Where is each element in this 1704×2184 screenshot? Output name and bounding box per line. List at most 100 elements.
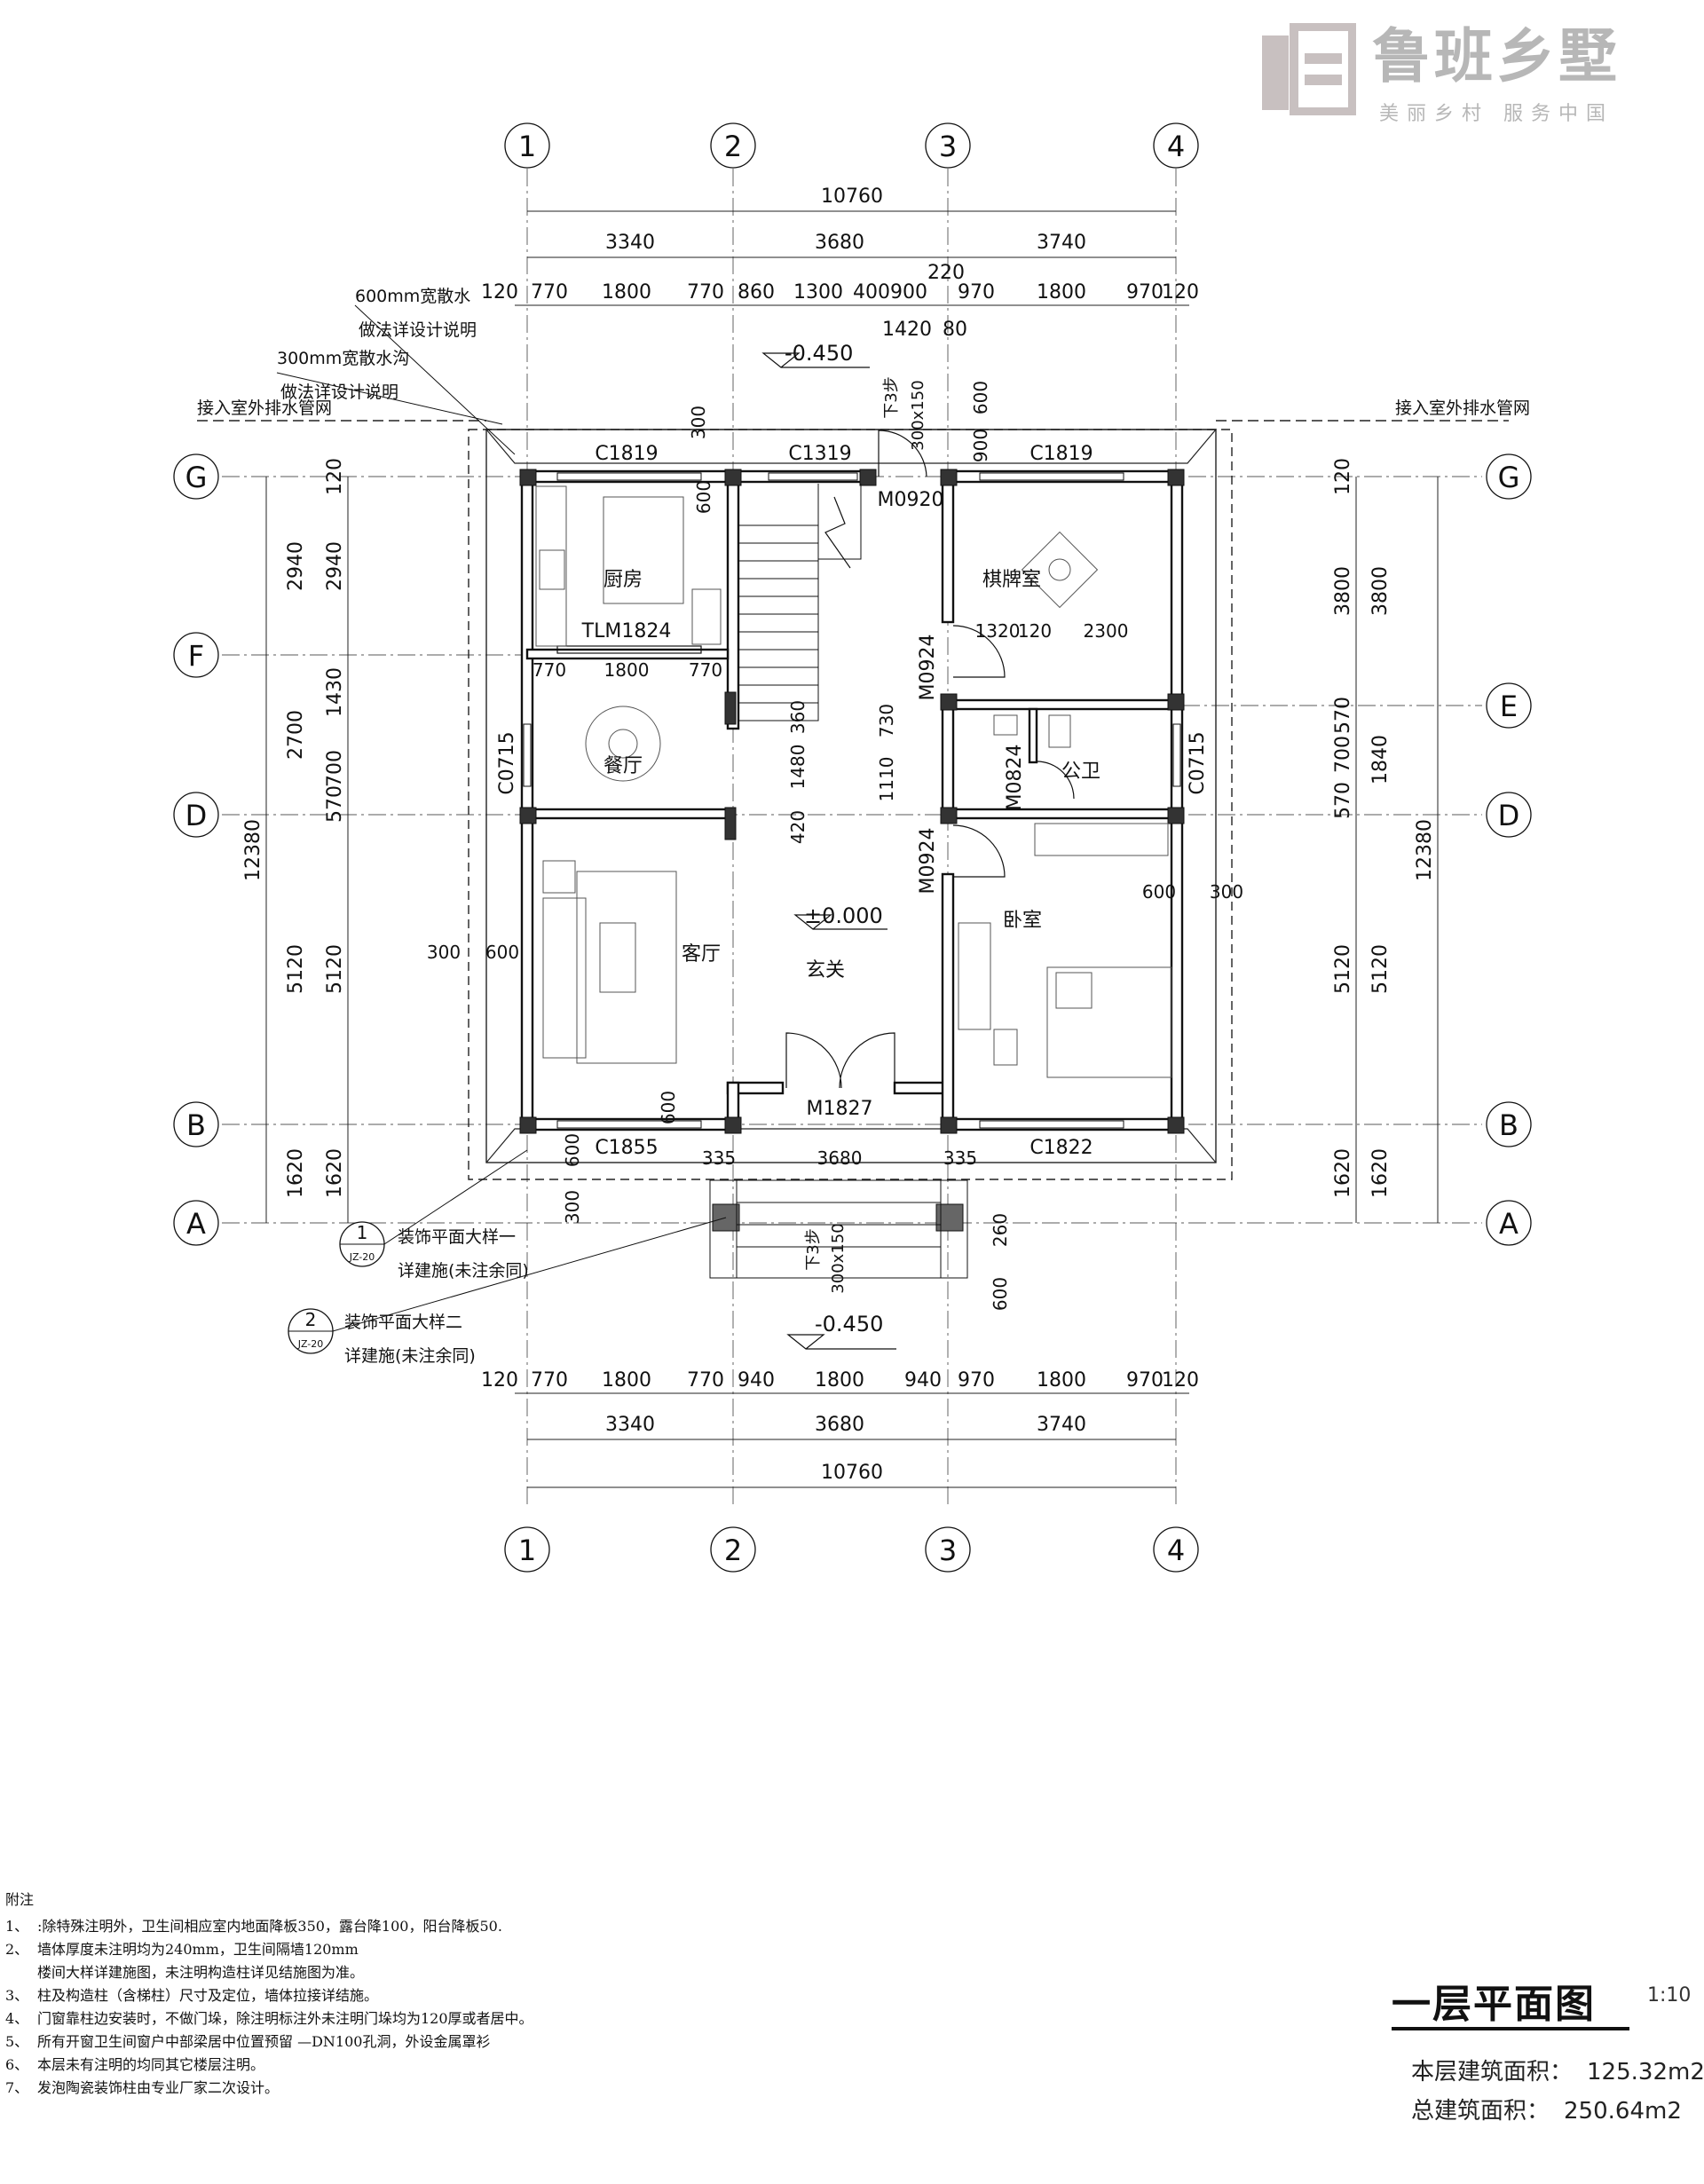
dim-right-outer: 3800 bbox=[1369, 566, 1392, 616]
bath-sink-icon bbox=[993, 714, 1018, 736]
room-bedroom: 卧室 bbox=[1003, 910, 1042, 932]
note-item: 2、墙体厚度未注明均为240mm，卫生间隔墙120mm bbox=[5, 1938, 804, 1961]
axis-bubble-right-E bbox=[1486, 682, 1532, 729]
axis-bubble-left-B bbox=[173, 1101, 219, 1147]
dim-misc: 335 bbox=[943, 1147, 977, 1169]
wall-axis3-bottom bbox=[941, 872, 955, 1131]
sofa bbox=[542, 897, 587, 1059]
dim-bottom-detail: 1800 bbox=[1037, 1369, 1086, 1392]
dim-misc: 300 bbox=[1210, 881, 1243, 903]
note-drain-300-b: 做法详设计说明 bbox=[280, 382, 398, 402]
wall-dining-south bbox=[525, 808, 735, 820]
drawing-title-underline bbox=[1392, 2027, 1629, 2030]
brand-tagline: 美丽乡村 服务中国 bbox=[1379, 103, 1613, 125]
drain-leader-600 bbox=[354, 304, 516, 455]
axis-bubble-top-1 bbox=[504, 122, 550, 169]
column bbox=[1167, 469, 1185, 486]
dim-stair: 420 bbox=[787, 810, 809, 844]
label-c0715-left: C0715 bbox=[496, 731, 518, 794]
note-number: 1、 bbox=[5, 1918, 29, 1935]
note-number: 3、 bbox=[5, 1987, 29, 2004]
door-m0920 bbox=[878, 430, 927, 477]
dining-table bbox=[585, 706, 661, 782]
brand-mark-icon bbox=[1262, 23, 1356, 115]
room-game: 棋牌室 bbox=[982, 569, 1041, 591]
note-item: 6、本层未有注明的均同其它楼层注明。 bbox=[5, 2054, 804, 2077]
desk bbox=[958, 922, 991, 1030]
dim-dining: 1800 bbox=[604, 659, 650, 681]
dim-right-inner: 3800 bbox=[1332, 566, 1354, 616]
window-c1819-left bbox=[556, 472, 702, 481]
column bbox=[1167, 1116, 1185, 1134]
dim-right-inner: 120 bbox=[1332, 458, 1354, 495]
drawing-scale: 1:10 bbox=[1647, 1984, 1692, 2007]
brand-logo: 鲁班乡墅 美丽乡村 服务中国 bbox=[1258, 20, 1684, 130]
living-table bbox=[599, 922, 636, 993]
note-number: 6、 bbox=[5, 2056, 29, 2073]
level-center: ±0.000 bbox=[804, 903, 883, 928]
wall-south-2 bbox=[893, 1081, 951, 1095]
dim-left-inner: 5120 bbox=[324, 944, 346, 994]
label-m0924-b: M0924 bbox=[917, 828, 939, 895]
axis-label-right-G: G bbox=[1498, 461, 1520, 494]
axis-label-bottom-2: 2 bbox=[724, 1534, 742, 1567]
axis-bubble-bottom-2 bbox=[710, 1526, 756, 1573]
column bbox=[940, 693, 958, 711]
dim-top-detail: 1800 bbox=[1037, 281, 1086, 304]
notes-block: 附注 1、:除特殊注明外，卫生间相应室内地面降板350，露台降100，阳台降板5… bbox=[5, 1888, 804, 2100]
dim-bottom-detail: 940 bbox=[738, 1369, 775, 1392]
note-text: :除特殊注明外，卫生间相应室内地面降板350，露台降100，阳台降板50. bbox=[37, 1918, 502, 1935]
axis-bubble-top-4 bbox=[1153, 122, 1199, 169]
label-m0824: M0824 bbox=[1004, 745, 1026, 811]
dim-right-inner: 700 bbox=[1332, 736, 1354, 773]
room-dining: 餐厅 bbox=[604, 755, 643, 777]
wall-bath-south bbox=[946, 808, 1182, 820]
window-c1819-right bbox=[979, 472, 1124, 481]
axis-bubble-left-G bbox=[173, 453, 219, 500]
dim-right-inner: 570 bbox=[1332, 697, 1354, 734]
door-m1827 bbox=[785, 1032, 895, 1089]
wall-axis3 bbox=[941, 469, 955, 624]
dim-top-detail: 120 bbox=[1162, 281, 1199, 304]
dim-top-detail: 970 bbox=[1126, 281, 1164, 304]
window-c0715-right bbox=[1172, 723, 1181, 787]
note-detail1-a: 装饰平面大样一 bbox=[398, 1227, 516, 1247]
dim-bottom-detail: 970 bbox=[1126, 1369, 1164, 1392]
wall-bath-partition bbox=[1028, 707, 1038, 764]
column bbox=[1167, 693, 1185, 711]
dim-top-220: 220 bbox=[927, 262, 965, 284]
detail-leader-2 bbox=[332, 1217, 727, 1332]
axis-bubble-left-A bbox=[173, 1200, 219, 1246]
floor-area-row: 本层建筑面积：125.32m2 bbox=[1411, 2054, 1704, 2086]
room-living: 客厅 bbox=[682, 943, 721, 966]
dim-left-outer: 1620 bbox=[285, 1148, 307, 1198]
room-kitchen: 厨房 bbox=[604, 569, 643, 591]
dim-bottom-detail: 1800 bbox=[815, 1369, 864, 1392]
note-drain-600-b: 做法详设计说明 bbox=[359, 320, 477, 340]
label-c1319: C1319 bbox=[788, 443, 851, 465]
dim-left-outer: 5120 bbox=[285, 944, 307, 994]
note-drain-300-a: 300mm宽散水沟 bbox=[277, 349, 409, 368]
dim-dining: 770 bbox=[532, 659, 566, 681]
dim-right-inner: 1620 bbox=[1332, 1148, 1354, 1198]
living-rug bbox=[576, 871, 677, 1064]
note-detail2-b: 详建施(未注余同) bbox=[344, 1346, 476, 1366]
wall-kitchen-south bbox=[525, 648, 730, 660]
dim-bottom-detail: 120 bbox=[1162, 1369, 1199, 1392]
level-top: -0.450 bbox=[785, 341, 853, 366]
dim-right-outer: 1840 bbox=[1369, 735, 1392, 785]
axis-label-right-B: B bbox=[1499, 1108, 1519, 1142]
dim-misc: 600 bbox=[562, 1133, 583, 1167]
dim-left-inner: 1620 bbox=[324, 1148, 346, 1198]
dim-game: 120 bbox=[1018, 620, 1052, 642]
dim-bottom-detail: 940 bbox=[904, 1369, 942, 1392]
column bbox=[724, 807, 737, 840]
axis-label-left-A: A bbox=[186, 1207, 206, 1241]
column bbox=[940, 469, 958, 486]
dim-top-detail: 970 bbox=[958, 281, 995, 304]
axis-label-left-G: G bbox=[185, 461, 208, 494]
column bbox=[859, 469, 877, 486]
axis-label-right-E: E bbox=[1500, 690, 1518, 723]
axis-label-left-F: F bbox=[188, 639, 204, 673]
dim-top-detail: 120 bbox=[481, 281, 518, 304]
